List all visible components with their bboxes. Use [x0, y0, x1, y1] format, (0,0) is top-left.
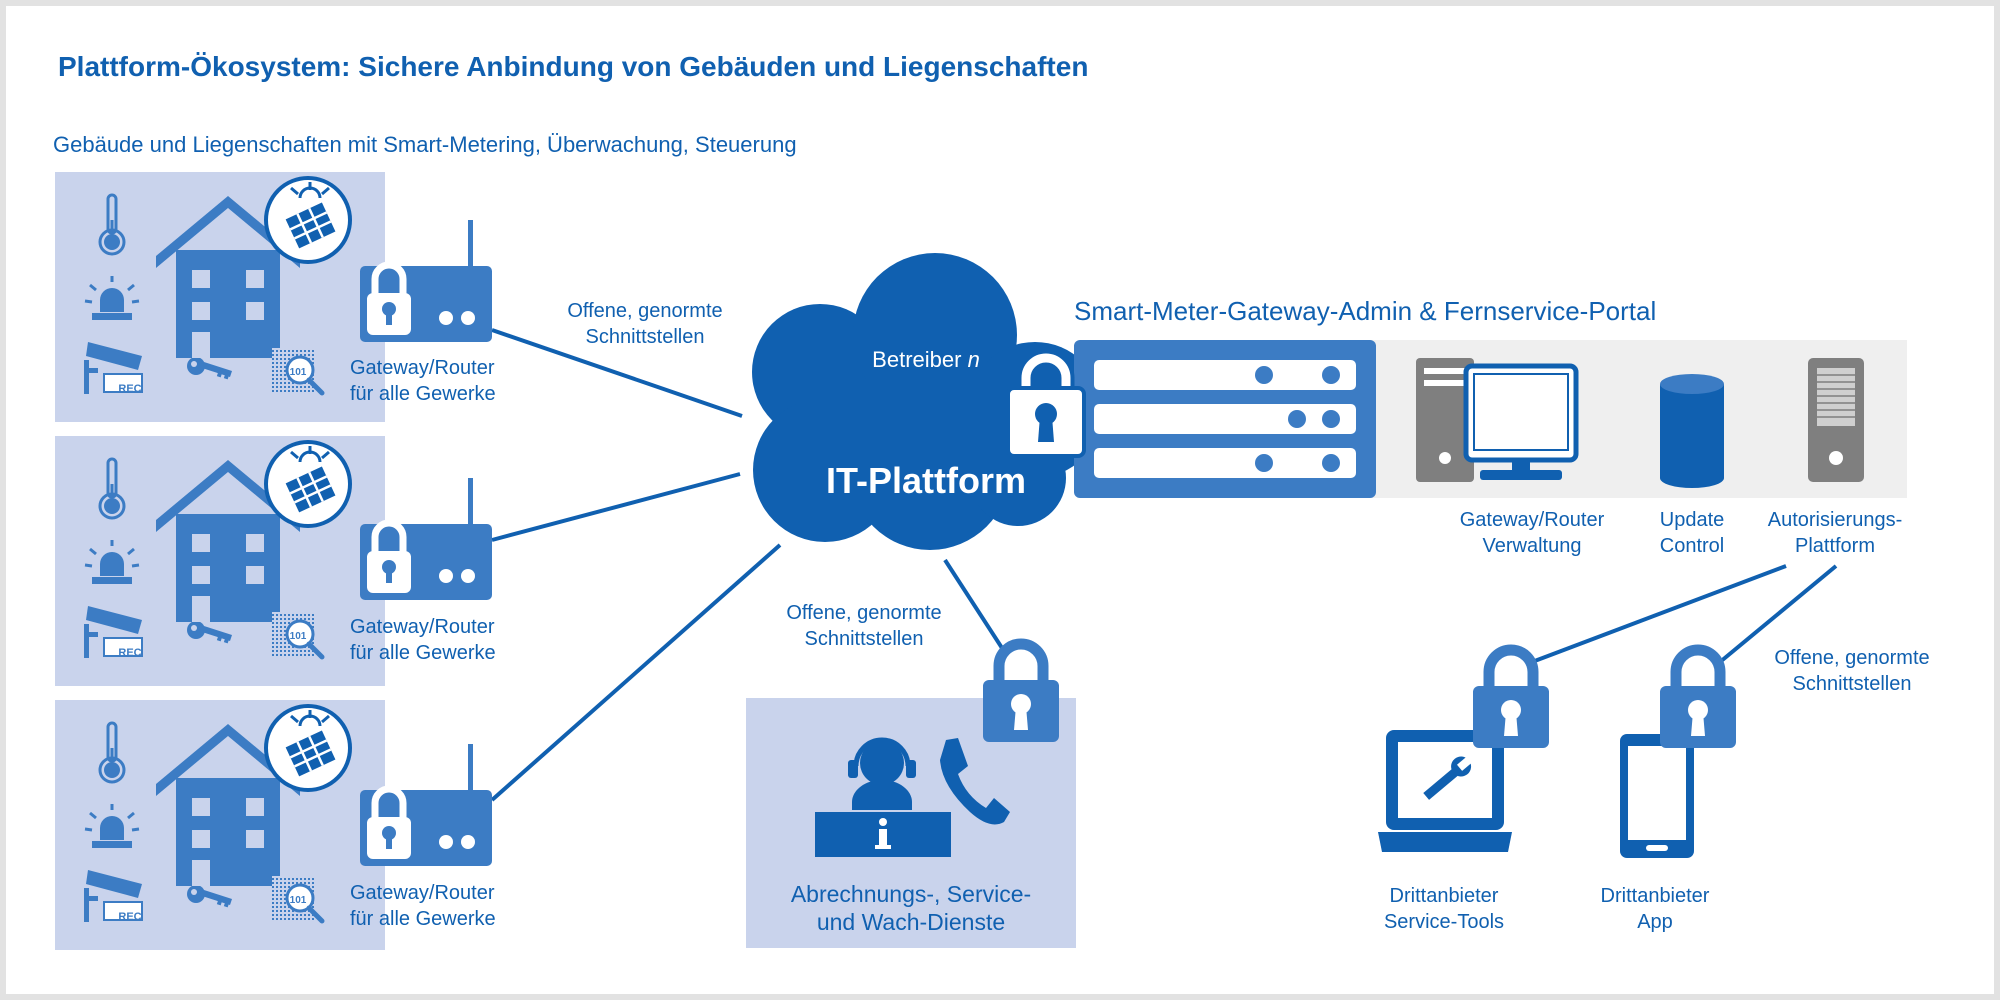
portal-item-auth-line1: Autorisierungs-	[1768, 509, 1903, 531]
gateway-router-1: Gateway/Router für alle Gewerke	[350, 220, 496, 405]
camera-rec-label: REC	[118, 647, 141, 659]
interfaces-label-bottom-line1: Offene, genormte	[786, 602, 941, 624]
cloud-title: IT-Plattform	[826, 460, 1026, 501]
connector-app	[1718, 564, 1838, 664]
building-panel-2: REC 101	[55, 436, 385, 686]
portal-title: Smart-Meter-Gateway-Admin & Fernservice-…	[1074, 296, 1656, 326]
authorization-server-icon	[1808, 358, 1864, 482]
portal-item-auth-line2: Plattform	[1795, 535, 1875, 557]
connector-gateway-3	[490, 543, 782, 802]
camera-rec-label: REC	[118, 911, 141, 923]
portal-item-update-line2: Control	[1660, 535, 1724, 557]
laptop-wrench-icon	[1378, 730, 1512, 852]
server-rack	[1074, 340, 1376, 498]
services-label-line1: Abrechnungs-, Service-	[791, 881, 1031, 907]
cloud-operator-label: Betreiber n	[872, 347, 980, 372]
headset-operator-icon	[815, 737, 951, 857]
database-icon	[1660, 374, 1724, 488]
building-panel-3: REC 101	[55, 700, 385, 950]
services-label-line2: und Wach-Dienste	[817, 909, 1005, 935]
interfaces-label-right-line2: Schnittstellen	[1793, 673, 1912, 695]
phone-icon	[940, 738, 1010, 825]
connector-services	[943, 558, 1004, 650]
solar-panel-icon	[264, 440, 352, 528]
gateway-label-line1: Gateway/Router	[350, 357, 495, 379]
solar-panel-icon	[264, 176, 352, 264]
connector-gateway-2	[491, 472, 741, 542]
portal-item-gateway-line1: Gateway/Router	[1460, 509, 1605, 531]
solar-panel-icon	[264, 704, 352, 792]
third-party-app-line1: Drittanbieter	[1601, 885, 1710, 907]
connector-gateway-1	[491, 328, 743, 418]
interfaces-label-bottom-line2: Schnittstellen	[805, 628, 924, 650]
gateway-router-admin-icon	[1416, 358, 1579, 482]
binary-label: 101	[290, 631, 307, 642]
gateway-label-line2: für alle Gewerke	[350, 383, 496, 405]
binary-label: 101	[290, 367, 307, 378]
gateway-label-line2: für alle Gewerke	[350, 642, 496, 664]
gateway-label-line1: Gateway/Router	[350, 616, 495, 638]
interfaces-label-right-line1: Offene, genormte	[1774, 647, 1929, 669]
binary-label: 101	[290, 895, 307, 906]
connector-service-tools	[1531, 564, 1787, 664]
smartphone-icon	[1620, 734, 1694, 858]
gateway-label-line1: Gateway/Router	[350, 882, 495, 904]
server-lock-icon	[1006, 349, 1086, 458]
camera-rec-label: REC	[118, 383, 141, 395]
portal-item-update-line1: Update	[1660, 509, 1725, 531]
building-panel-1: REC 101	[55, 172, 385, 422]
third-party-app-line2: App	[1637, 911, 1673, 933]
connection-lines	[490, 328, 1838, 802]
portal-item-gateway-line2: Verwaltung	[1483, 535, 1582, 557]
diagram-title: Plattform-Ökosystem: Sichere Anbindung v…	[58, 51, 1088, 82]
interfaces-label-top-line2: Schnittstellen	[586, 326, 705, 348]
third-party-tools-line2: Service-Tools	[1384, 911, 1504, 933]
gateway-label-line2: für alle Gewerke	[350, 908, 496, 930]
buildings-caption: Gebäude und Liegenschaften mit Smart-Met…	[53, 132, 797, 157]
interfaces-label-top-line1: Offene, genormte	[567, 300, 722, 322]
gateway-router-2: Gateway/Router für alle Gewerke	[350, 478, 496, 664]
gateway-router-3: Gateway/Router für alle Gewerke	[350, 744, 496, 930]
third-party-tools-line1: Drittanbieter	[1390, 885, 1499, 907]
